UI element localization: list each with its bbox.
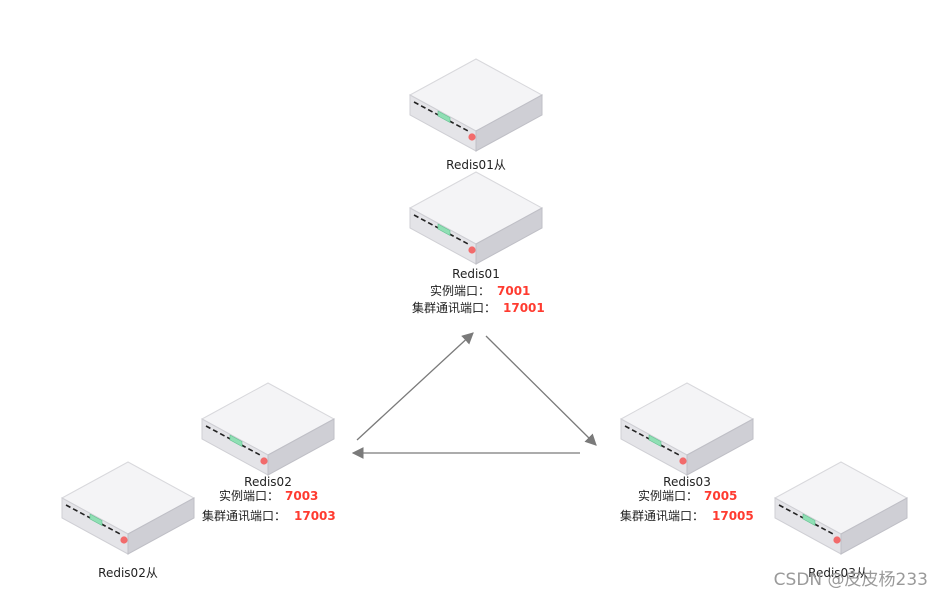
server-icon [620,382,754,476]
bus-port-label: 集群通讯端口： [412,300,496,315]
server-icon [409,58,543,152]
bus-port-label: 集群通讯端口： [620,508,704,523]
instance-port-label: 实例端口： [638,488,698,503]
server-name: Redis02从 [98,566,158,580]
server-name: Redis03 [663,475,711,489]
arrow-redis02-to-redis01 [356,332,474,441]
server-name: Redis01 [452,267,500,281]
arrow-redis01-to-redis03 [485,335,597,446]
bus-port-value: 17003 [294,509,336,523]
server-icon [774,461,908,555]
server-icon [201,382,335,476]
server-name: Redis02 [244,475,292,489]
instance-port-value: 7003 [285,489,318,503]
watermark-text: CSDN @皮皮杨233 [774,570,928,590]
instance-port-label: 实例端口： [219,488,279,503]
instance-port-label: 实例端口： [430,283,490,298]
bus-port-label: 集群通讯端口： [202,508,286,523]
server-name: Redis03从 [808,566,868,580]
server-icon [409,171,543,265]
bus-port-value: 17001 [503,301,545,315]
instance-port-value: 7005 [704,489,737,503]
server-icon [61,461,195,555]
instance-port-value: 7001 [497,284,530,298]
server-name: Redis01从 [446,158,506,172]
bus-port-value: 17005 [712,509,754,523]
